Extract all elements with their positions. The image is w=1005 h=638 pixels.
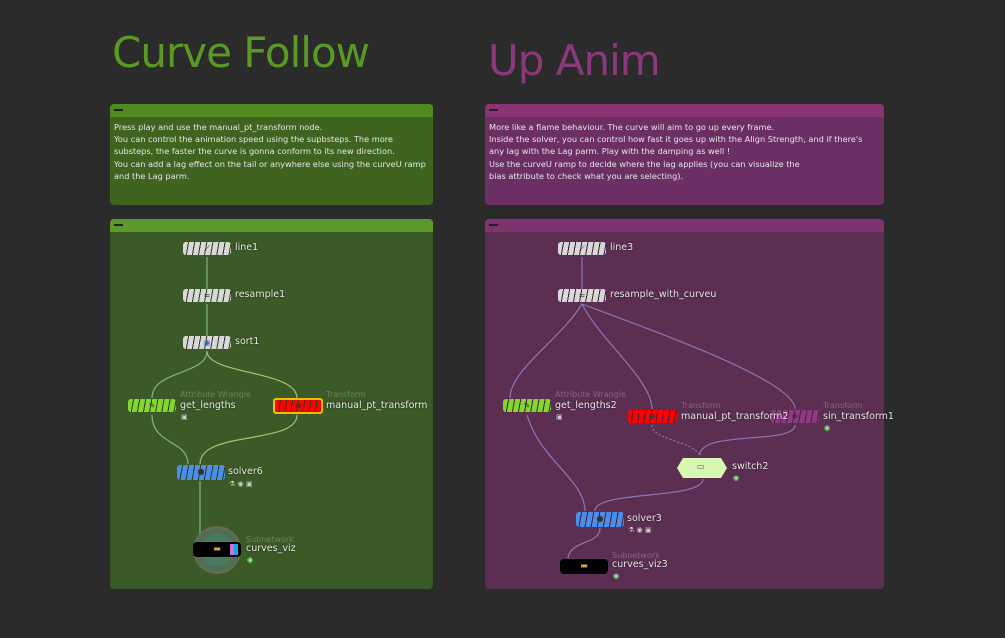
display-flag-icon[interactable]: ◉ bbox=[824, 424, 831, 432]
solver-icon: ● bbox=[197, 467, 205, 476]
node-label: solver6 bbox=[228, 466, 263, 477]
node-line3[interactable]: ⟋ bbox=[558, 242, 606, 255]
sticky-note-right[interactable]: More like a flame behaviour. The curve w… bbox=[485, 104, 884, 205]
network-box-right[interactable] bbox=[485, 219, 884, 589]
sticky-note-left[interactable]: Press play and use the manual_pt_transfo… bbox=[110, 104, 433, 205]
node-sin-transform1[interactable]: ✥ bbox=[771, 410, 819, 423]
node-label: curves_viz3 bbox=[612, 559, 668, 570]
resample-icon: ≈ bbox=[578, 291, 586, 300]
collapse-icon[interactable] bbox=[114, 109, 123, 111]
node-label: switch2 bbox=[732, 461, 769, 472]
node-resample-with-curveu[interactable]: ≈ bbox=[558, 289, 606, 302]
wrangle-icon: ✎ bbox=[148, 401, 156, 410]
subnet-icon: ▬ bbox=[213, 544, 221, 553]
note-header[interactable] bbox=[485, 104, 884, 117]
node-curves-viz[interactable]: ▬ bbox=[193, 542, 241, 557]
node-type: Subnetwork bbox=[612, 551, 660, 560]
line-icon: ⟋ bbox=[204, 244, 210, 253]
node-label: resample_with_curveu bbox=[610, 289, 717, 300]
display-flag-icon[interactable]: ◉ bbox=[613, 572, 620, 580]
node-type: Attribute Wrangle bbox=[555, 390, 626, 399]
solver-flags-icon[interactable]: ⚗ ◉ ▣ bbox=[628, 526, 652, 534]
node-line1[interactable]: ⟋ bbox=[183, 242, 231, 255]
display-flag-icon[interactable] bbox=[230, 544, 238, 555]
note-text: Press play and use the manual_pt_transfo… bbox=[114, 122, 426, 181]
wrangle-icon: ✎ bbox=[523, 401, 531, 410]
collapse-icon[interactable] bbox=[489, 224, 498, 226]
solver-icon: ● bbox=[596, 514, 604, 523]
title-up-anim: Up Anim bbox=[488, 36, 661, 85]
solver-flags-icon[interactable]: ⚗ ◉ ▣ bbox=[229, 480, 253, 488]
node-label: curves_viz bbox=[246, 543, 296, 554]
switch-icon: ▭ bbox=[697, 462, 705, 471]
node-label: sort1 bbox=[235, 336, 260, 347]
line-icon: ⟋ bbox=[579, 244, 585, 253]
node-label: sin_transform1 bbox=[823, 411, 894, 422]
title-curve-follow: Curve Follow bbox=[112, 28, 370, 77]
display-flag-icon[interactable]: ◉ bbox=[733, 474, 740, 482]
node-manual-pt-transform[interactable]: ✥ bbox=[273, 398, 323, 414]
node-type: Transform bbox=[326, 390, 366, 399]
resample-icon: ≈ bbox=[203, 291, 211, 300]
node-type: Transform bbox=[823, 401, 863, 410]
node-curves-viz3[interactable]: ▬ bbox=[560, 559, 608, 574]
node-resample1[interactable]: ≈ bbox=[183, 289, 231, 302]
node-label: line3 bbox=[610, 242, 634, 253]
node-type: Attribute Wrangle bbox=[180, 390, 251, 399]
node-label: solver3 bbox=[627, 513, 662, 524]
node-switch2[interactable]: ▭ bbox=[677, 458, 727, 478]
node-label: manual_pt_transform bbox=[326, 400, 428, 411]
node-type: Subnetwork bbox=[246, 535, 294, 544]
node-label: get_lengths bbox=[180, 400, 236, 411]
lock-icon[interactable]: ▣ bbox=[556, 413, 563, 421]
collapse-icon[interactable] bbox=[489, 109, 498, 111]
node-label: manual_pt_transform2 bbox=[681, 411, 789, 422]
node-label: resample1 bbox=[235, 289, 286, 300]
transform-icon: ✥ bbox=[649, 412, 656, 421]
lock-icon[interactable]: ▣ bbox=[181, 413, 188, 421]
sort-icon: ◉ bbox=[203, 338, 211, 347]
node-type: Transform bbox=[681, 401, 721, 410]
note-header[interactable] bbox=[110, 104, 433, 117]
collapse-icon[interactable] bbox=[114, 224, 123, 226]
node-get-lengths[interactable]: ✎ bbox=[128, 399, 176, 412]
node-label: get_lengths2 bbox=[555, 400, 617, 411]
node-label: line1 bbox=[235, 242, 259, 253]
display-flag-icon[interactable]: ◉ bbox=[247, 556, 254, 564]
transform-icon: ✥ bbox=[294, 402, 302, 411]
node-solver6[interactable]: ● bbox=[177, 465, 225, 480]
transform-icon: ✥ bbox=[791, 412, 799, 421]
subnet-icon: ▬ bbox=[580, 561, 588, 570]
node-get-lengths2[interactable]: ✎ bbox=[503, 399, 551, 412]
note-text: More like a flame behaviour. The curve w… bbox=[489, 122, 863, 181]
node-manual-pt-transform2[interactable]: ✥ bbox=[628, 410, 677, 423]
node-sort1[interactable]: ◉ bbox=[183, 336, 231, 349]
node-solver3[interactable]: ● bbox=[576, 512, 624, 527]
